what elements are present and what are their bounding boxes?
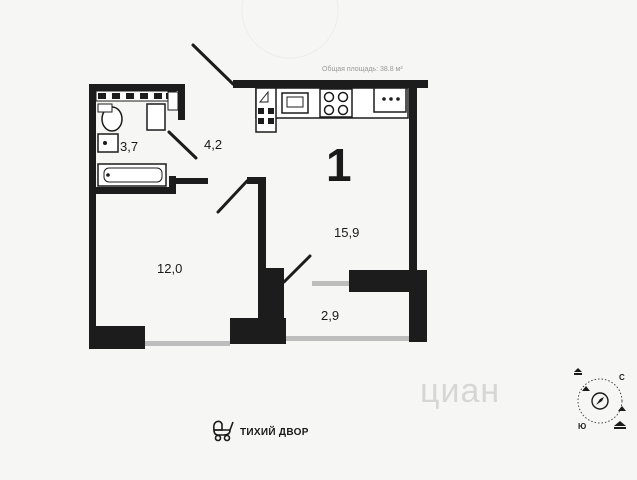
compass: С Ю bbox=[566, 364, 636, 434]
wall-bath-stub bbox=[176, 178, 208, 184]
compass-north: С bbox=[619, 373, 625, 382]
kitchen-fixtures bbox=[255, 87, 409, 133]
wall-bath-right bbox=[178, 84, 185, 120]
outer-walls bbox=[89, 80, 428, 349]
wall-right-upper bbox=[409, 80, 417, 270]
room-area-living: 15,9 bbox=[334, 225, 360, 240]
wall-left bbox=[89, 84, 96, 349]
wall-right-lower bbox=[409, 270, 427, 342]
window-balcony bbox=[286, 336, 409, 341]
wall-top-main bbox=[233, 80, 428, 88]
total-area-label: Общая площадь: 38.8 м² bbox=[322, 66, 403, 73]
apartment-number: 1 bbox=[326, 139, 352, 191]
window-living bbox=[312, 281, 349, 286]
washer bbox=[146, 103, 166, 131]
wall-door-stub bbox=[247, 177, 266, 184]
window-bedroom bbox=[145, 341, 230, 346]
compass-south: Ю bbox=[578, 422, 587, 431]
yard-label: ТИХИЙ ДВОР bbox=[240, 427, 309, 438]
entrance-door bbox=[191, 43, 235, 86]
sink bbox=[97, 133, 119, 153]
wall-partition bbox=[258, 177, 266, 327]
room-area-bedroom: 12,0 bbox=[157, 261, 183, 276]
doors bbox=[167, 43, 312, 284]
compass-icon bbox=[574, 368, 626, 429]
balcony-door bbox=[282, 254, 312, 284]
room-area-balcony: 2,9 bbox=[321, 308, 340, 323]
windows bbox=[145, 281, 409, 346]
bathroom-fixtures bbox=[95, 90, 179, 187]
wall-balcony-top bbox=[349, 270, 409, 292]
wall-top-bath bbox=[89, 84, 185, 91]
watermark: циан bbox=[420, 372, 501, 410]
bedroom-door bbox=[216, 179, 249, 214]
room-area-bathroom: 3,7 bbox=[120, 139, 139, 154]
bath-door bbox=[167, 130, 198, 160]
stroller-icon bbox=[212, 418, 234, 447]
wall-bath-corner bbox=[169, 176, 176, 194]
yard-legend: ТИХИЙ ДВОР bbox=[212, 418, 309, 447]
wall-bottom-left-block bbox=[89, 326, 145, 349]
background-circle bbox=[241, 0, 339, 59]
room-area-hallway: 4,2 bbox=[204, 137, 223, 152]
wall-bath-bottom bbox=[89, 187, 169, 194]
wall-partition-block bbox=[262, 268, 284, 320]
